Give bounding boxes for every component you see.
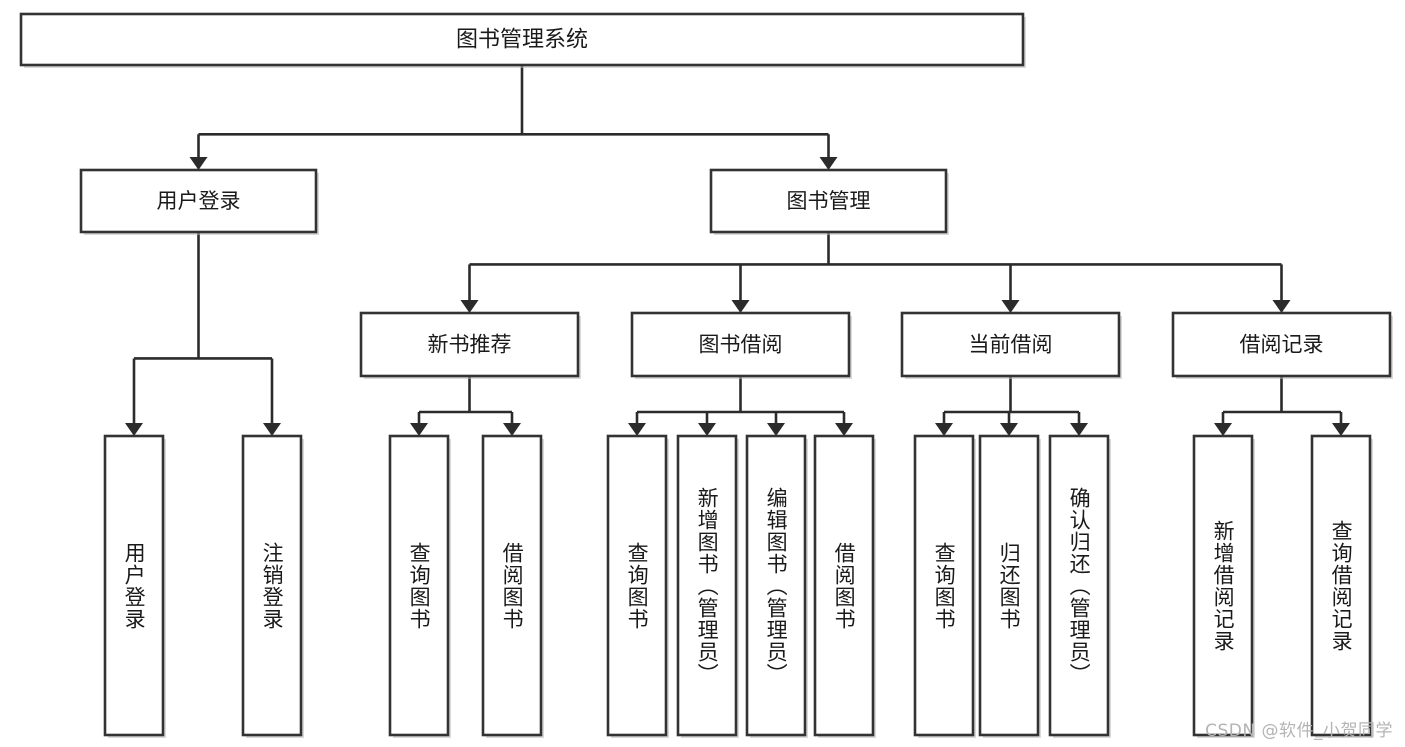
arrow-head-icon (767, 423, 785, 436)
node-root[interactable]: 图书管理系统 (19, 12, 1026, 68)
arrow-head-icon (835, 423, 853, 436)
connector-group-new-book-recommend (410, 376, 521, 436)
node-label: 归还图书 (997, 541, 1022, 630)
node-label: 查询图书 (625, 541, 650, 630)
node-label: 图书管理系统 (456, 28, 588, 53)
node-label: 确认归还（管理员） (1067, 486, 1092, 685)
arrow-head-icon (819, 157, 838, 170)
connector-group-current-borrow (935, 376, 1088, 436)
arrow-head-icon (263, 423, 281, 436)
node-label: 注销登录 (260, 541, 285, 630)
arrow-head-icon (1000, 423, 1018, 436)
node-label: 查询图书 (407, 541, 432, 630)
node-label: 查询图书 (932, 541, 957, 630)
node-leaf-query-book-2[interactable] (606, 434, 669, 738)
node-leaf-borrow-book-2[interactable] (813, 434, 876, 738)
node-user-login[interactable]: 用户登录 (79, 168, 319, 235)
node-leaf-return-book[interactable] (978, 434, 1041, 738)
node-current-borrow[interactable]: 当前借阅 (900, 311, 1122, 379)
node-leaf-query-book-3[interactable] (913, 434, 976, 738)
node-leaf-add-record[interactable] (1192, 434, 1255, 738)
node-label: 查询借阅记录 (1329, 519, 1354, 652)
arrow-head-icon (503, 423, 521, 436)
node-leaf-borrow-book-1[interactable] (481, 434, 544, 738)
node-label: 编辑图书（管理员） (764, 486, 789, 685)
node-book-management[interactable]: 图书管理 (709, 168, 949, 235)
node-leaf-user-login[interactable] (103, 434, 166, 738)
node-label: 图书借阅 (699, 333, 783, 357)
node-label: 用户登录 (122, 541, 147, 630)
arrow-head-icon (1070, 423, 1088, 436)
node-label: 借阅图书 (500, 541, 525, 630)
arrow-head-icon (189, 157, 208, 170)
node-leaf-add-book[interactable] (676, 434, 739, 738)
node-label: 借阅图书 (832, 541, 857, 630)
node-leaf-query-record[interactable] (1310, 434, 1373, 738)
arrow-head-icon (460, 300, 479, 313)
connector-group-root (189, 65, 838, 170)
node-label: 当前借阅 (969, 333, 1053, 357)
connector-group-book-borrow (628, 376, 853, 436)
arrow-head-icon (935, 423, 953, 436)
connector-group-book-management (460, 232, 1291, 313)
arrow-head-icon (698, 423, 716, 436)
node-leaf-query-book-1[interactable] (388, 434, 451, 738)
arrow-head-icon (628, 423, 646, 436)
connector-group-borrow-record (1214, 376, 1350, 436)
arrow-head-icon (410, 423, 428, 436)
node-leaf-logout[interactable] (241, 434, 304, 738)
arrow-head-icon (1332, 423, 1350, 436)
arrow-head-icon (1214, 423, 1232, 436)
node-new-book-recommend[interactable]: 新书推荐 (359, 311, 581, 379)
node-leaf-confirm-return[interactable] (1048, 434, 1111, 738)
node-book-borrow[interactable]: 图书借阅 (630, 311, 852, 379)
node-label: 用户登录 (157, 189, 241, 213)
watermark-text: CSDN @软件_小贺同学 (1205, 721, 1393, 741)
arrow-head-icon (1272, 300, 1291, 313)
node-label: 新书推荐 (428, 333, 512, 357)
node-leaf-edit-book[interactable] (745, 434, 808, 738)
node-label: 借阅记录 (1240, 333, 1324, 357)
arrow-head-icon (731, 300, 750, 313)
node-label: 新增借阅记录 (1211, 519, 1236, 652)
node-label: 新增图书（管理员） (695, 486, 720, 685)
node-label: 图书管理 (787, 189, 871, 213)
node-borrow-record[interactable]: 借阅记录 (1171, 311, 1393, 379)
arrow-head-icon (1001, 300, 1020, 313)
connector-group-user-login (125, 232, 281, 436)
connector-layer (125, 65, 1350, 436)
arrow-head-icon (125, 423, 143, 436)
